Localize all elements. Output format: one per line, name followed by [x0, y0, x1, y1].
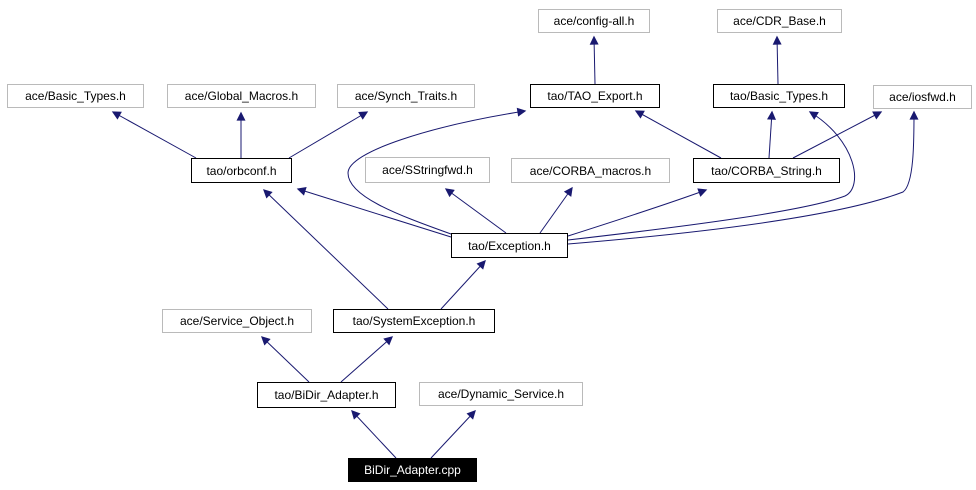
edge-exception-to-corba-macros [539, 186, 573, 234]
graph-node-label: ace/config-all.h [553, 14, 635, 28]
graph-node-label: tao/Basic_Types.h [729, 89, 829, 103]
edge-system-exception-to-orbconf [263, 189, 389, 310]
graph-node-dynamic-service: ace/Dynamic_Service.h [419, 382, 583, 406]
edge-bidir-adapter-cpp-to-dynamic-service [430, 410, 476, 459]
edge-exception-to-tao-basic-types [567, 111, 856, 241]
edge-tao-export-to-config-all [589, 35, 599, 85]
edge-orbconf-to-ace-basic-types [111, 111, 197, 159]
edge-system-exception-to-exception [440, 260, 486, 310]
edge-bidir-adapter-h-to-service-object [261, 336, 310, 383]
edge-exception-to-sstringfwd [444, 188, 507, 234]
graph-node-label: tao/TAO_Export.h [547, 89, 643, 103]
graph-node-cdr-base: ace/CDR_Base.h [717, 9, 842, 33]
edge-exception-to-corba-string [567, 188, 708, 237]
graph-node-label: ace/Service_Object.h [179, 314, 295, 328]
graph-node-label: ace/CDR_Base.h [733, 14, 826, 28]
graph-node-label: ace/Dynamic_Service.h [437, 387, 565, 401]
graph-node-label: ace/SStringfwd.h [382, 163, 473, 177]
graph-node-ace-basic-types: ace/Basic_Types.h [7, 84, 144, 108]
graph-node-bidir-adapter-cpp: BiDir_Adapter.cpp [348, 458, 477, 482]
graph-node-global-macros: ace/Global_Macros.h [167, 84, 316, 108]
graph-node-label: tao/CORBA_String.h [711, 163, 822, 178]
graph-node-label: ace/Global_Macros.h [184, 89, 299, 103]
graph-node-sstringfwd: ace/SStringfwd.h [365, 157, 490, 183]
graph-node-label: tao/BiDir_Adapter.h [274, 388, 379, 402]
graph-node-label: tao/SystemException.h [352, 314, 476, 328]
edge-bidir-adapter-cpp-to-bidir-adapter-h [351, 410, 397, 459]
graph-node-label: ace/Basic_Types.h [25, 89, 126, 103]
edge-tao-basic-types-to-cdr-base [772, 35, 782, 85]
graph-node-label: ace/CORBA_macros.h [529, 163, 652, 178]
graph-node-config-all: ace/config-all.h [538, 9, 650, 33]
graph-node-label: tao/orbconf.h [206, 163, 277, 178]
graph-node-orbconf[interactable]: tao/orbconf.h [191, 158, 292, 183]
edge-exception-to-tao-export [347, 107, 527, 235]
graph-node-corba-string[interactable]: tao/CORBA_String.h [693, 158, 840, 183]
graph-node-iosfwd: ace/iosfwd.h [873, 85, 972, 109]
graph-node-tao-export[interactable]: tao/TAO_Export.h [530, 84, 660, 108]
graph-node-synch-traits: ace/Synch_Traits.h [337, 84, 475, 108]
graph-node-service-object: ace/Service_Object.h [162, 309, 312, 333]
edge-corba-string-to-tao-export [634, 110, 722, 159]
edge-orbconf-to-synch-traits [288, 111, 369, 159]
graph-node-label: BiDir_Adapter.cpp [364, 463, 461, 477]
edge-exception-to-iosfwd [567, 110, 919, 245]
graph-node-tao-basic-types[interactable]: tao/Basic_Types.h [713, 84, 845, 108]
edge-bidir-adapter-h-to-system-exception [340, 336, 394, 383]
edge-corba-string-to-tao-basic-types [767, 110, 776, 159]
graph-node-corba-macros: ace/CORBA_macros.h [511, 158, 670, 183]
graph-node-label: tao/Exception.h [468, 238, 551, 253]
edge-exception-to-orbconf [296, 186, 452, 238]
graph-node-system-exception[interactable]: tao/SystemException.h [333, 309, 495, 333]
graph-node-label: ace/Synch_Traits.h [354, 89, 458, 103]
graph-node-bidir-adapter-h[interactable]: tao/BiDir_Adapter.h [257, 382, 396, 408]
graph-node-exception[interactable]: tao/Exception.h [451, 233, 568, 258]
graph-node-label: ace/iosfwd.h [889, 90, 956, 104]
